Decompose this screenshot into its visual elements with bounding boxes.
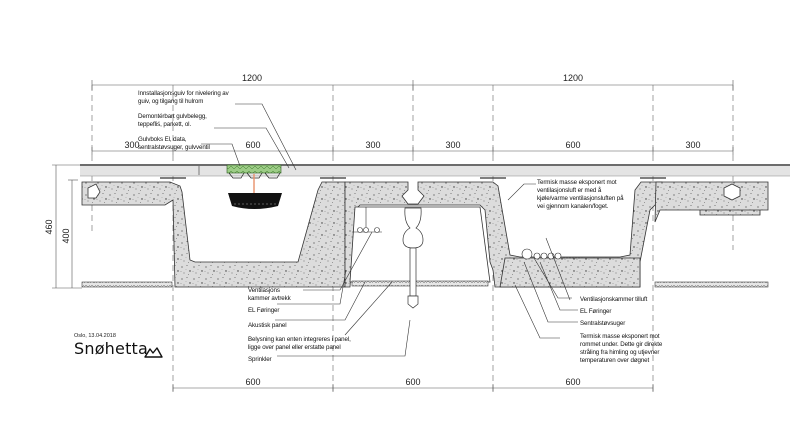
note-installasjonsgulv: Innstallasjonsguiv for nivelering av gui… (138, 90, 229, 105)
note-termisk-masse-top: Termisk masse eksponert mot ventilasjons… (537, 179, 624, 210)
note-ventilasjonskammer-tilluft: Ventilasjonskammer tilluft (580, 296, 648, 303)
light-fixture (352, 207, 382, 233)
note-demonterbart-gulvbelegg: Demontérbart gulvbelegg, teppefliś, park… (138, 113, 207, 128)
dim-600-bottom-a: 600 (245, 377, 260, 387)
note-ventilasjonskammer-avtrekk: Ventilasjons kammer avtrekk (248, 287, 291, 302)
dim-600-b: 600 (565, 140, 580, 150)
installation-floor (80, 164, 790, 177)
dim-1200-right: 1200 (563, 73, 583, 83)
dimension-bottom-modules (172, 384, 654, 392)
dim-300-a: 300 (124, 140, 139, 150)
concrete-slab-right (654, 181, 769, 223)
leader-lines (201, 103, 578, 357)
note-akustisk-panel: Akustisk panel (248, 322, 287, 329)
note-el-foringer-right: EL Føringer (580, 308, 612, 315)
acoustic-panels (81, 280, 769, 288)
dim-600-bottom-b: 600 (405, 377, 420, 387)
note-el-foringer-left: EL Føringer (248, 307, 280, 314)
mountain-icon (144, 347, 163, 358)
dim-300-c: 300 (445, 140, 460, 150)
note-sprinkler: Sprinkler (248, 356, 272, 363)
dim-300-b: 300 (365, 140, 380, 150)
note-termisk-masse-bottom: Termisk masse eksponert mot rommet under… (580, 333, 663, 364)
floor-box (226, 164, 282, 209)
note-belysning: Belysning kan enten integreres i panel, … (248, 336, 351, 351)
drawing-date: Oslo, 13.04.2018 (74, 333, 116, 339)
dimension-top-overall (91, 80, 734, 90)
dim-600-bottom-c: 600 (565, 377, 580, 387)
dim-600-a: 600 (245, 140, 260, 150)
note-sentralstovsuger: Sentralstøvsuger (580, 320, 626, 327)
sprinkler (402, 207, 424, 309)
brand-logo-text: Snøhetta (74, 339, 149, 358)
dim-300-d: 300 (685, 140, 700, 150)
note-gulvboks: Gulvboks El, data, sentralstøvsuger, gul… (138, 136, 210, 151)
dimension-vertical (52, 164, 82, 289)
dim-460: 460 (44, 219, 54, 234)
dim-400: 400 (61, 228, 71, 243)
dim-1200-left: 1200 (242, 73, 262, 83)
